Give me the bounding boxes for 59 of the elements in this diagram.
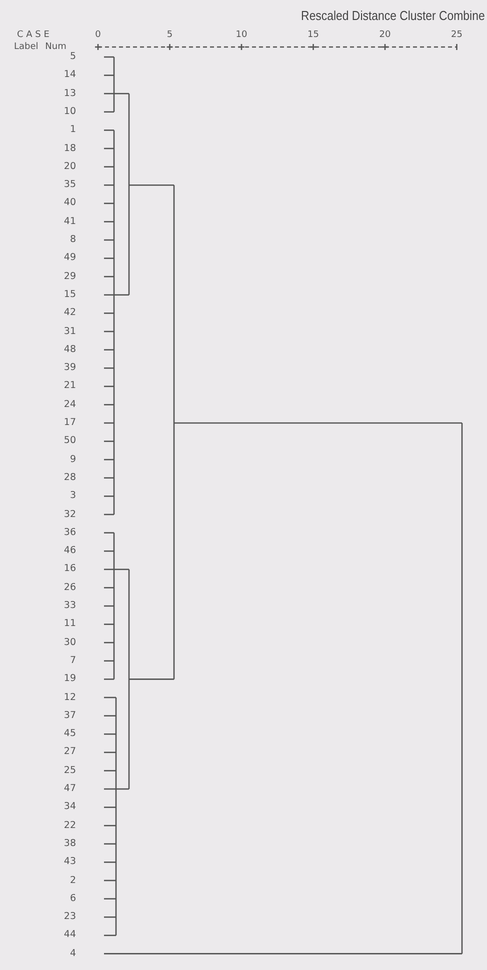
case-label: 9 [68, 454, 76, 466]
case-label: 10 [62, 106, 76, 118]
case-label: 21 [62, 380, 76, 392]
case-label: 15 [62, 288, 76, 301]
case-label: 37 [62, 710, 76, 722]
case-label: 29 [62, 270, 76, 283]
case-label: 43 [62, 856, 76, 868]
case-label: 1 [68, 124, 76, 136]
case-label: 4 [68, 948, 76, 960]
case-label: 31 [62, 326, 76, 338]
case-label: 2 [68, 874, 76, 886]
case-label: 26 [62, 582, 76, 594]
case-label: 42 [62, 307, 76, 320]
case-label: 22 [62, 820, 76, 832]
case-label: 40 [62, 197, 76, 210]
case-label: 23 [62, 911, 76, 924]
chart-title: Rescaled Distance Cluster Combine [301, 9, 485, 23]
axis-tick-label: 10 [234, 29, 248, 41]
case-label: 20 [62, 160, 76, 173]
case-label: 44 [62, 929, 76, 942]
column-header: C A S E [17, 29, 50, 41]
case-label: 8 [68, 234, 76, 246]
case-label: 5 [68, 51, 76, 63]
case-label: 27 [62, 746, 76, 758]
case-label: 35 [62, 179, 76, 192]
case-label: 33 [62, 600, 76, 612]
case-label: 7 [68, 654, 76, 667]
case-label: 47 [62, 783, 76, 795]
axis-tick-label: 15 [306, 29, 320, 41]
case-label: 41 [62, 216, 76, 228]
case-label: 12 [62, 692, 76, 704]
case-label: 16 [62, 563, 76, 576]
case-label: 17 [62, 417, 76, 429]
case-label: 18 [62, 142, 76, 154]
case-label: 28 [62, 472, 76, 484]
case-label: 39 [62, 362, 76, 374]
case-label: 6 [68, 892, 76, 905]
case-label: 25 [62, 764, 76, 777]
case-label: 19 [62, 673, 76, 686]
axis-tick-label: 20 [378, 29, 392, 41]
column-header: Label Num [14, 41, 66, 53]
case-label: 38 [62, 838, 76, 850]
case-label: 3 [68, 490, 76, 502]
case-label: 49 [62, 252, 76, 264]
case-label: 24 [62, 398, 76, 411]
case-label: 14 [62, 69, 76, 82]
axis-tick-label: 5 [166, 29, 174, 41]
case-label: 50 [62, 435, 76, 448]
axis-tick-label: 0 [94, 29, 102, 41]
case-label: 36 [62, 526, 76, 539]
case-label: 11 [62, 618, 76, 630]
case-label: 30 [62, 636, 76, 649]
case-label: 45 [62, 728, 76, 740]
case-label: 13 [62, 88, 76, 100]
case-label: 32 [62, 508, 76, 520]
case-label: 46 [62, 545, 76, 558]
case-label: 34 [62, 801, 76, 814]
case-label: 48 [62, 344, 76, 356]
axis-tick-label: 25 [450, 29, 464, 41]
